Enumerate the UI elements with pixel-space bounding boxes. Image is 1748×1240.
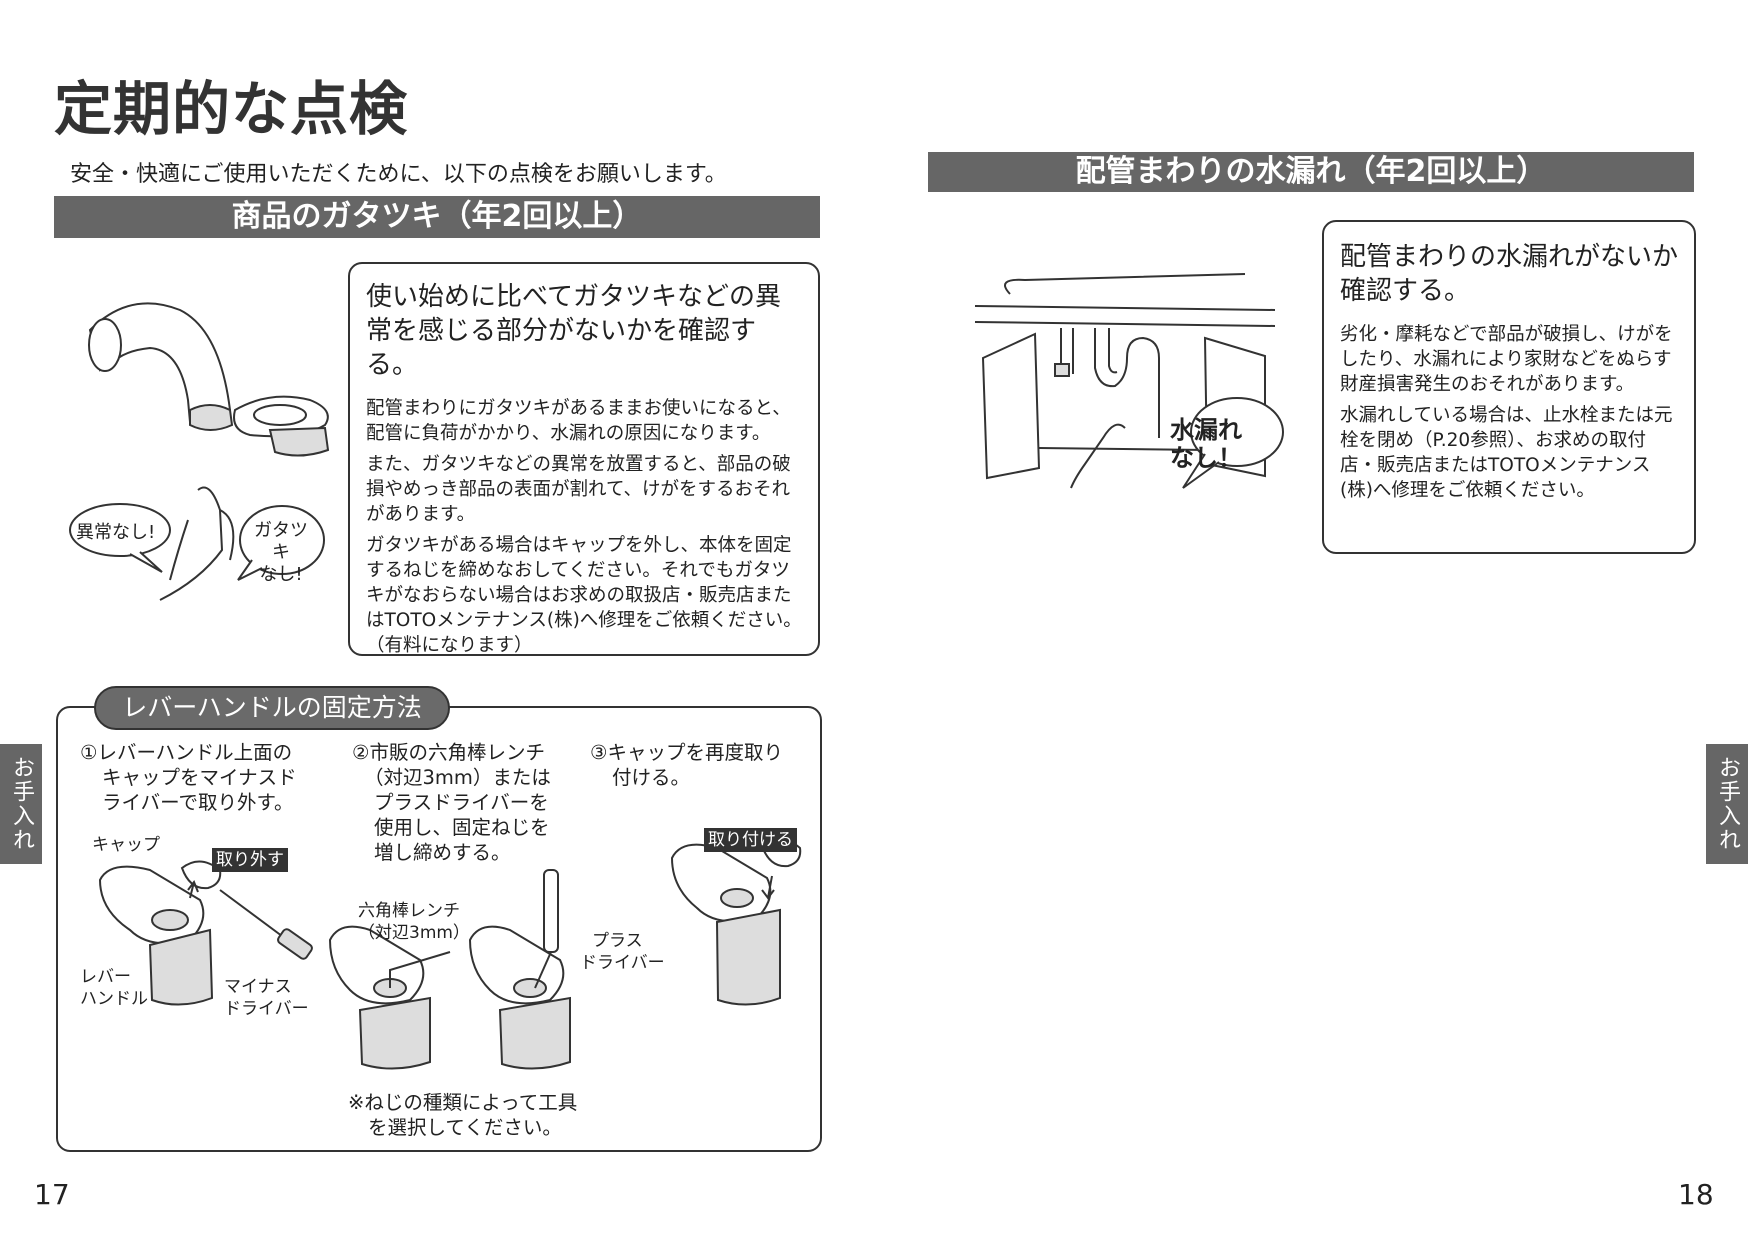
step-1: ①レバーハンドル上面の キャップをマイナスド ライバーで取り外す。 bbox=[80, 740, 297, 815]
bubble-no-rattle: ガタツキ なし! bbox=[246, 520, 316, 586]
bubble-no-leak: 水漏れ なし！ bbox=[1166, 416, 1246, 472]
step-3-line1: ③キャップを再度取り bbox=[590, 741, 783, 764]
label-hex-line1: 六角棒レンチ bbox=[358, 901, 460, 921]
tool-note-line1: ※ねじの種類によって工具 bbox=[348, 1091, 578, 1114]
cabinet-illustration bbox=[974, 273, 1284, 489]
label-lever-handle: レバー ハンドル bbox=[80, 966, 148, 1010]
leak-lead: 配管まわりの水漏れがないか確認する。 bbox=[1340, 242, 1679, 306]
intro-text: 安全・快適にご使用いただくために、以下の点検をお願いします。 bbox=[70, 162, 727, 187]
rattle-para-1: 配管まわりにガタツキがあるままお使いになると、配管に負荷がかかり、水漏れの原因に… bbox=[366, 398, 791, 444]
label-plus-line2: ドライバー bbox=[580, 953, 665, 973]
tag-remove: 取り外す bbox=[212, 848, 288, 872]
step-3-line2: 付ける。 bbox=[612, 766, 691, 789]
tag-attach: 取り付ける bbox=[704, 828, 797, 852]
label-hex-line2: （対辺3mm） bbox=[358, 923, 470, 943]
rattle-para-3: ガタツキがある場合はキャップを外し、本体を固定するねじを締めなおしてください。そ… bbox=[366, 535, 802, 656]
side-tab-care-left[interactable]: お手入れ bbox=[0, 744, 42, 864]
bubble-no-rattle-line1: ガタツキ bbox=[254, 520, 308, 563]
step-2-line1: ②市販の六角棒レンチ bbox=[352, 741, 545, 764]
label-cap: キャップ bbox=[92, 835, 160, 855]
step-2-line4: 使用し、固定ねじを bbox=[374, 816, 550, 839]
bubble-no-leak-line2: なし！ bbox=[1170, 444, 1242, 472]
side-tab-care-right[interactable]: お手入れ bbox=[1706, 744, 1748, 864]
label-lever-line2: ハンドル bbox=[80, 989, 148, 1009]
step-2: ②市販の六角棒レンチ （対辺3mm）または プラスドライバーを 使用し、固定ねじ… bbox=[352, 740, 551, 865]
tool-note: ※ねじの種類によって工具 を選択してください。 bbox=[348, 1090, 577, 1140]
step-1-line1: ①レバーハンドル上面の bbox=[80, 741, 293, 764]
step-2-line5: 増し締めする。 bbox=[374, 841, 511, 864]
leak-para-1: 劣化・摩耗などで部品が破損し、けがをしたり、水漏れにより家財などをぬらす財産損害… bbox=[1340, 324, 1673, 395]
step1-illustration bbox=[98, 860, 313, 1006]
leak-info-box: 配管まわりの水漏れがないか確認する。 劣化・摩耗などで部品が破損し、けがをしたり… bbox=[1322, 220, 1696, 554]
label-plus-line1: プラス bbox=[592, 931, 643, 951]
bubble-no-rattle-line2: なし! bbox=[259, 564, 303, 585]
page-number-right: 18 bbox=[1678, 1178, 1714, 1211]
step-2-line2: （対辺3mm）または bbox=[364, 766, 551, 789]
page-number-left: 17 bbox=[34, 1178, 70, 1211]
step-3: ③キャップを再度取り 付ける。 bbox=[590, 740, 783, 790]
label-hex-wrench: 六角棒レンチ （対辺3mm） bbox=[358, 900, 470, 944]
bubble-no-leak-line1: 水漏れ bbox=[1170, 416, 1242, 444]
tool-note-line2: を選択してください。 bbox=[368, 1116, 562, 1139]
faucet-illustration bbox=[69, 302, 330, 601]
label-lever-line1: レバー bbox=[80, 967, 131, 987]
label-minus-driver: マイナス ドライバー bbox=[224, 976, 309, 1020]
bubble-no-anomaly: 異常なし! bbox=[76, 522, 156, 543]
step3-illustration bbox=[670, 838, 802, 1006]
lever-fixing-caption: レバーハンドルの固定方法 bbox=[94, 686, 450, 730]
label-minus-line2: ドライバー bbox=[224, 999, 309, 1019]
step2-illustration bbox=[328, 869, 571, 1070]
label-plus-driver: プラス ドライバー bbox=[580, 930, 665, 974]
rattle-lead: 使い始めに比べてガタツキなどの異常を感じる部分がないかを確認する。 bbox=[366, 282, 781, 380]
section-bar-leak: 配管まわりの水漏れ（年2回以上） bbox=[928, 152, 1694, 192]
rattle-info-box: 使い始めに比べてガタツキなどの異常を感じる部分がないかを確認する。 配管まわりに… bbox=[348, 262, 820, 656]
step-2-line3: プラスドライバーを bbox=[374, 791, 549, 814]
leak-para-2: 水漏れしている場合は、止水栓または元栓を閉め（P.20参照）、お求めの取付店・販… bbox=[1340, 405, 1673, 501]
page-title: 定期的な点検 bbox=[54, 75, 409, 143]
label-minus-line1: マイナス bbox=[224, 977, 292, 997]
section-bar-rattle: 商品のガタツキ（年2回以上） bbox=[54, 196, 820, 238]
rattle-para-2: また、ガタツキなどの異常を放置すると、部品の破損やめっき部品の表面が割れて、けが… bbox=[366, 454, 791, 525]
step-1-line3: ライバーで取り外す。 bbox=[102, 791, 294, 814]
step-1-line2: キャップをマイナスド bbox=[102, 766, 297, 789]
